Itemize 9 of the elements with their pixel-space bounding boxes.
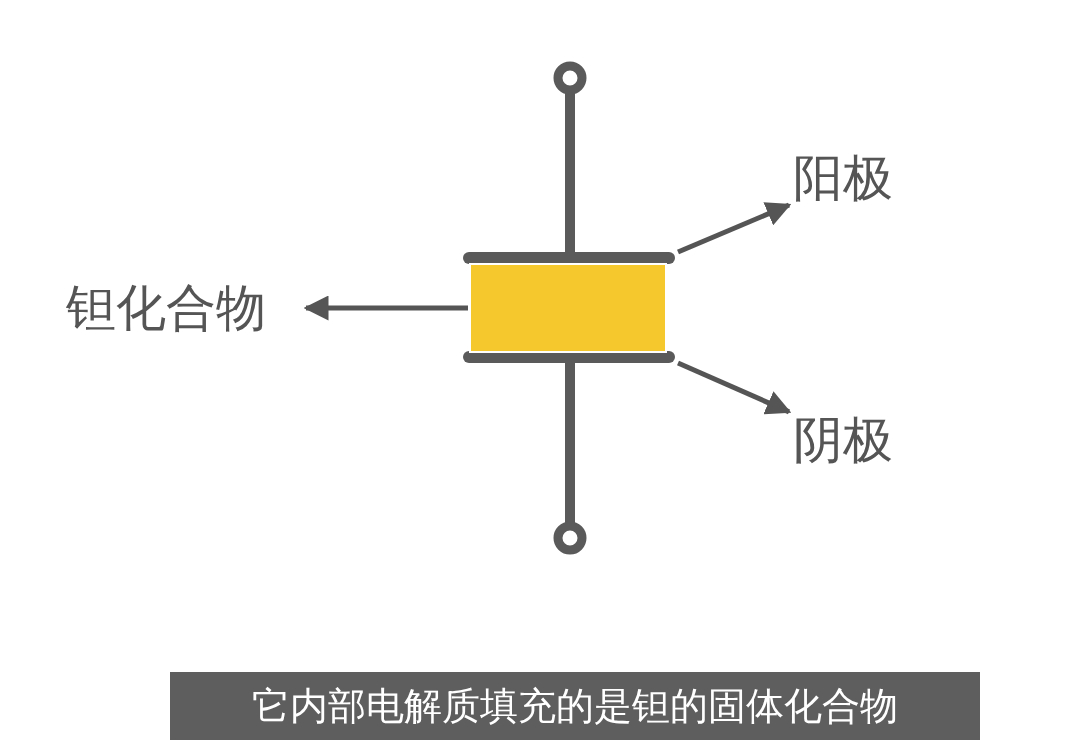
part-label: 钽化合物: [66, 278, 267, 338]
leader-arrow: [677, 360, 792, 415]
part-label: 阴极: [793, 410, 894, 470]
part-label: 阳极: [793, 148, 894, 208]
leader-arrow: [677, 202, 792, 255]
subtitle-caption: 它内部电解质填充的是钽的固体化合物: [170, 672, 980, 740]
leader-arrow: [303, 295, 468, 321]
capacitor-plate: [463, 252, 675, 264]
dielectric-body: [471, 265, 665, 351]
